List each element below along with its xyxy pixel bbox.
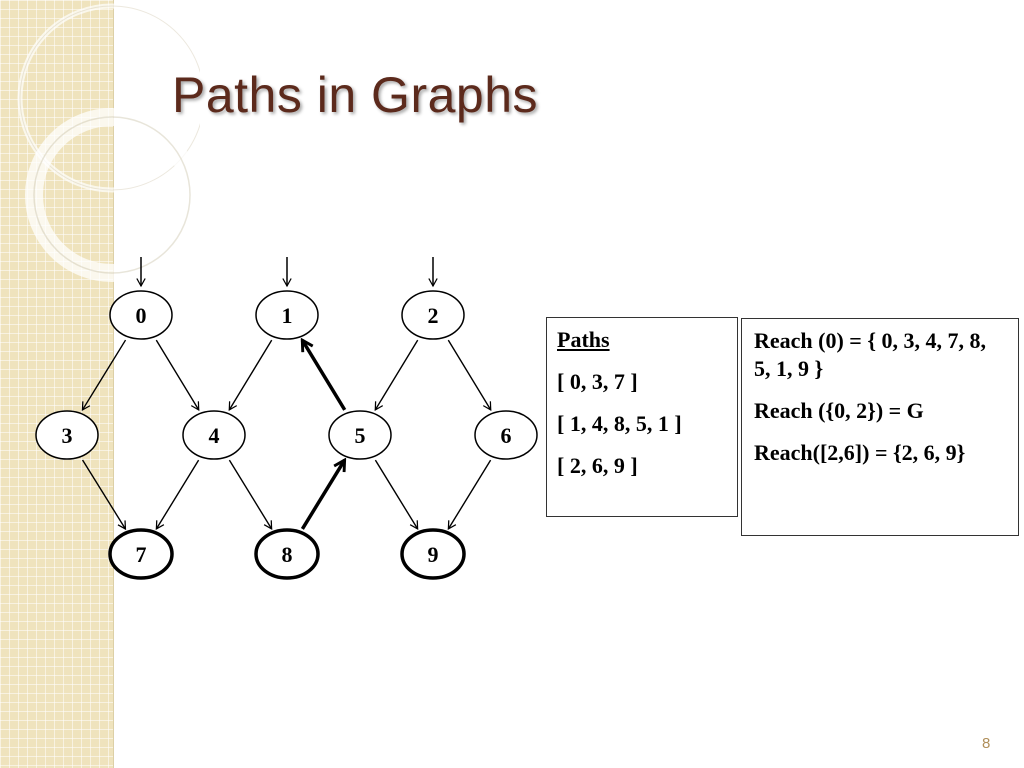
edge-4-7: [155, 459, 200, 531]
reach-box: Reach (0) = { 0, 3, 4, 7, 8, 5, 1, 9 } R…: [741, 318, 1019, 536]
paths-title: Paths: [557, 327, 610, 352]
edge-3-7: [81, 459, 127, 531]
graph-node-5: 5: [328, 410, 392, 460]
graph-node-0: 0: [109, 290, 173, 340]
edge-2-5: [374, 339, 419, 411]
node-circle: [109, 290, 173, 340]
node-label: 7: [136, 542, 147, 567]
node-label: 1: [282, 303, 293, 328]
reach-item: Reach([2,6]) = {2, 6, 9}: [754, 440, 966, 465]
edge-8-5: [300, 460, 344, 530]
node-label: 5: [355, 423, 366, 448]
graph-node-1: 1: [255, 290, 319, 340]
paths-box: Paths [ 0, 3, 7 ] [ 1, 4, 8, 5, 1 ] [ 2,…: [546, 317, 738, 517]
node-circle: [401, 290, 465, 340]
path-item: [ 2, 6, 9 ]: [557, 453, 638, 478]
node-circle: [108, 528, 174, 580]
edge-1-4: [228, 339, 273, 411]
graph-node-2: 2: [401, 290, 465, 340]
edge-0-4: [155, 339, 200, 411]
node-label: 3: [62, 423, 73, 448]
node-circle: [35, 410, 99, 460]
graph-node-9: 9: [400, 528, 466, 580]
edge-6-9: [447, 459, 492, 531]
decorative-rings: [17, 3, 200, 282]
node-label: 8: [282, 542, 293, 567]
node-circle: [400, 528, 466, 580]
graph-node-6: 6: [474, 410, 538, 460]
edge-2-6: [447, 339, 492, 411]
path-item: [ 0, 3, 7 ]: [557, 369, 638, 394]
graph-node-8: 8: [254, 528, 320, 580]
node-circle: [474, 410, 538, 460]
node-circle: [182, 410, 246, 460]
graph-node-4: 4: [182, 410, 246, 460]
node-label: 0: [136, 303, 147, 328]
path-item: [ 1, 4, 8, 5, 1 ]: [557, 411, 682, 436]
edge-5-9: [374, 459, 419, 531]
edge-4-8: [228, 459, 273, 531]
node-label: 6: [501, 423, 512, 448]
node-label: 2: [428, 303, 439, 328]
node-circle: [254, 528, 320, 580]
node-circle: [328, 410, 392, 460]
graph-node-3: 3: [35, 410, 99, 460]
reach-item: Reach ({0, 2}) = G: [754, 398, 924, 423]
edge-0-3: [81, 339, 127, 412]
reach-item: Reach (0) = { 0, 3, 4, 7, 8, 5, 1, 9 }: [754, 328, 987, 381]
graph-node-7: 7: [108, 528, 174, 580]
node-circle: [255, 290, 319, 340]
edge-5-1: [302, 340, 347, 411]
node-label: 9: [428, 542, 439, 567]
slide-title: Paths in Graphs: [172, 67, 539, 123]
node-label: 4: [209, 423, 220, 448]
slide-number: 8: [982, 735, 991, 752]
